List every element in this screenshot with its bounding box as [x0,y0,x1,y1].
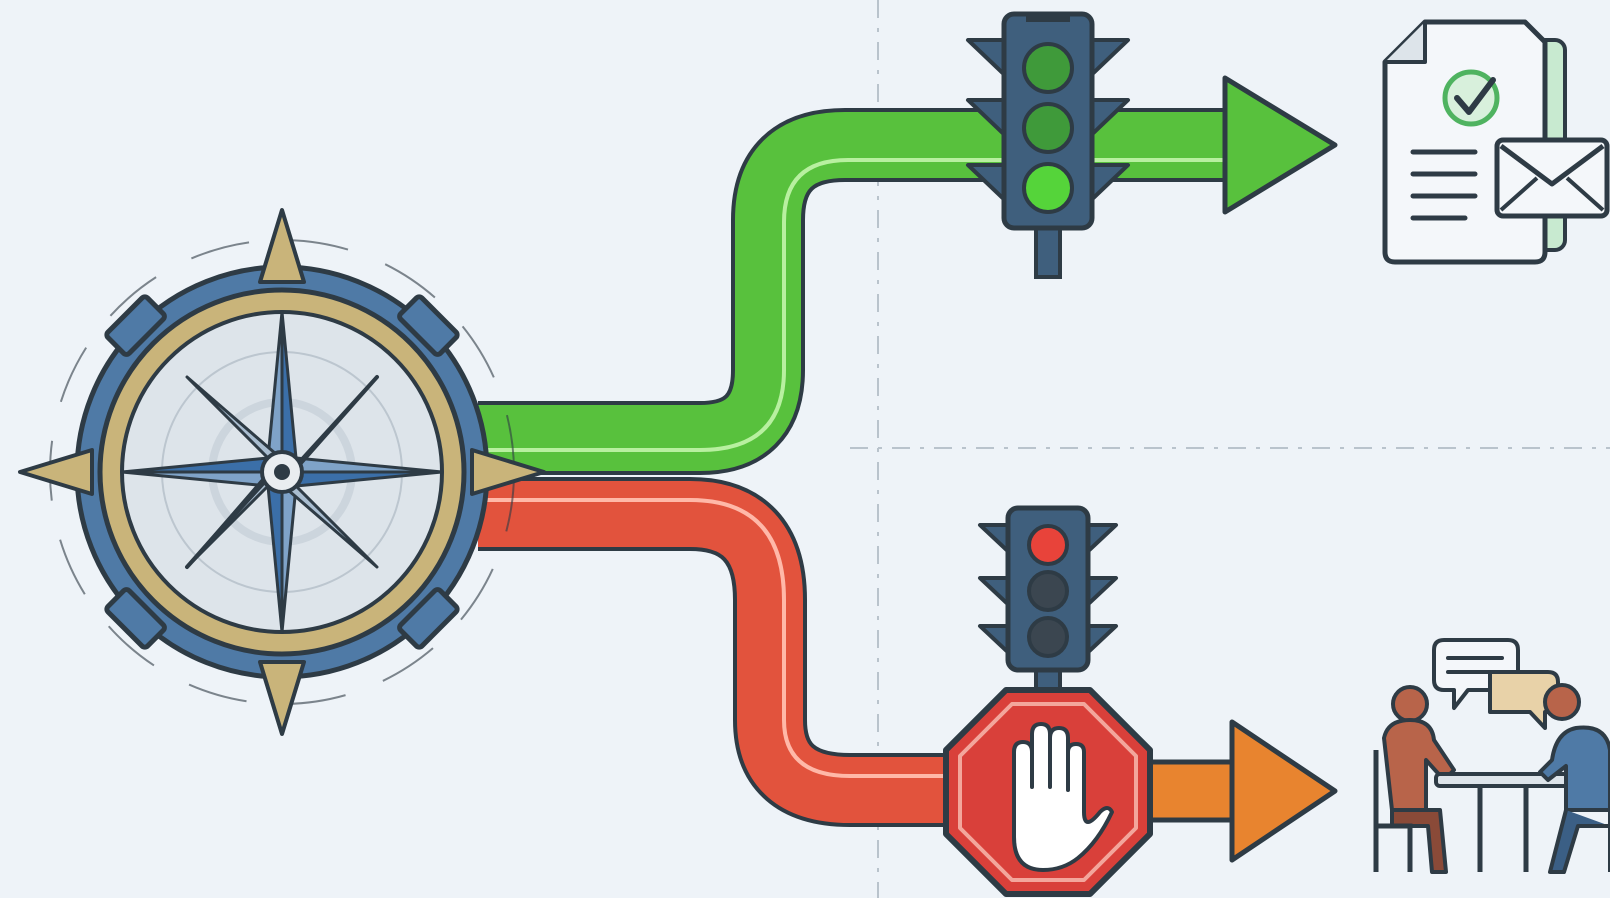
stop-sign-hand-icon [946,690,1150,894]
meeting-conversation-icon [1376,640,1610,872]
green-light-top [1024,44,1072,92]
red-light-bottom [1029,618,1067,656]
traffic-light-red-icon [980,508,1116,698]
envelope-icon [1497,140,1607,216]
go-arrow-head [1225,78,1335,212]
go-path-body [478,145,1230,438]
approved-document-email-icon [1385,22,1607,262]
stop-path [478,500,1335,860]
red-light-on [1029,526,1067,564]
stop-arrow-head [1232,722,1335,860]
green-light-bottom-on [1024,164,1072,212]
compass-icon [20,210,544,734]
green-light-middle [1024,104,1072,152]
checkmark-icon [1445,72,1497,124]
go-path [478,78,1335,450]
red-light-middle [1029,572,1067,610]
